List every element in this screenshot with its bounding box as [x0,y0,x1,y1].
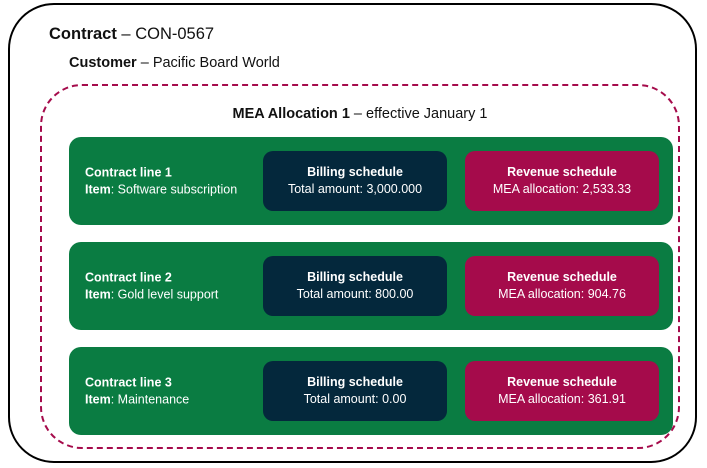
billing-schedule-title: Billing schedule [307,270,403,284]
revenue-schedule-title: Revenue schedule [507,375,617,389]
contract-label: Contract [49,25,117,43]
billing-schedule-box: Billing schedule Total amount: 0.00 [263,361,447,421]
mea-allocation-label: MEA Allocation 1 [232,106,350,122]
mea-allocation-value: effective January 1 [366,106,488,122]
mea-allocation-container: MEA Allocation 1 – effective January 1 C… [40,84,680,449]
contract-line-item: Item: Gold level support [85,286,218,303]
customer-value: Pacific Board World [152,55,280,71]
contract-lines-area: Contract line 1 Item: Software subscript… [69,137,673,435]
contract-line-info: Contract line 1 Item: Software subscript… [85,165,237,198]
contract-line-title: Contract line 3 [85,375,172,390]
billing-schedule-box: Billing schedule Total amount: 800.00 [263,256,447,316]
contract-line-title: Contract line 1 [85,165,172,180]
contract-line-info: Contract line 3 Item: Maintenance [85,375,189,408]
revenue-schedule-title: Revenue schedule [507,165,617,179]
contract-line-info: Contract line 2 Item: Gold level support [85,270,218,303]
contract-line-item-value: Maintenance [117,392,190,406]
customer-heading: Customer – Pacific Board World [69,54,280,73]
contract-line-item-key: Item [85,182,111,196]
revenue-schedule-box: Revenue schedule MEA allocation: 2,533.3… [465,151,659,211]
revenue-schedule-value: MEA allocation: 361.91 [498,392,626,406]
contract-line-item: Item: Software subscription [85,181,237,198]
customer-separator: – [136,55,153,71]
contract-line-item-separator: : [110,392,118,406]
contract-line-item-key: Item [85,392,111,406]
contract-line-item-separator: : [110,182,118,196]
billing-schedule-title: Billing schedule [307,375,403,389]
contract-line-row: Contract line 3 Item: Maintenance Billin… [69,347,673,435]
billing-schedule-title: Billing schedule [307,165,403,179]
billing-schedule-box: Billing schedule Total amount: 3,000.000 [263,151,447,211]
revenue-schedule-box: Revenue schedule MEA allocation: 361.91 [465,361,659,421]
revenue-schedule-box: Revenue schedule MEA allocation: 904.76 [465,256,659,316]
revenue-schedule-value: MEA allocation: 2,533.33 [492,182,632,196]
contract-line-row: Contract line 2 Item: Gold level support… [69,242,673,330]
contract-line-title: Contract line 2 [85,270,172,285]
contract-line-item-key: Item [85,287,111,301]
contract-heading: Contract – CON-0567 [49,24,214,44]
contract-line-item-separator: : [110,287,118,301]
revenue-schedule-value: MEA allocation: 904.76 [498,287,626,301]
contract-separator: – [116,25,136,43]
contract-container: Contract – CON-0567 Customer – Pacific B… [8,3,697,463]
mea-allocation-heading: MEA Allocation 1 – effective January 1 [42,105,678,124]
contract-line-item-value: Gold level support [117,287,219,301]
customer-label: Customer [69,55,137,71]
contract-line-item: Item: Maintenance [85,391,189,408]
contract-line-item-value: Software subscription [117,182,238,196]
billing-schedule-value: Total amount: 800.00 [296,287,414,301]
mea-allocation-separator: – [349,106,367,122]
contract-value: CON-0567 [135,25,215,43]
revenue-schedule-title: Revenue schedule [507,270,617,284]
billing-schedule-value: Total amount: 3,000.000 [287,182,423,196]
contract-line-row: Contract line 1 Item: Software subscript… [69,137,673,225]
billing-schedule-value: Total amount: 0.00 [303,392,407,406]
